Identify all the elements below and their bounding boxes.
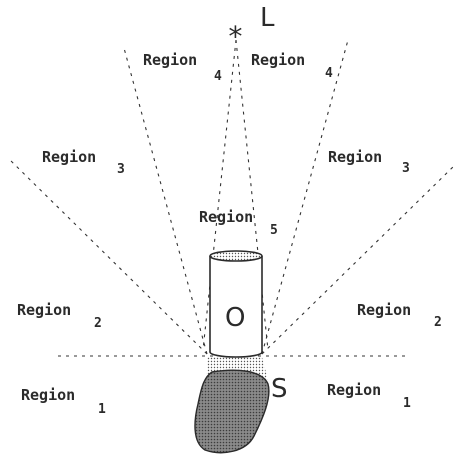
- region-subscript: 2: [434, 315, 442, 330]
- region-subscript: 1: [403, 396, 411, 411]
- region-label: Region: [327, 381, 381, 399]
- region-label: Region: [21, 386, 75, 404]
- region-label: Region: [199, 208, 253, 226]
- region-subscript: 3: [402, 161, 410, 176]
- region-label: Region: [42, 148, 96, 166]
- boundary-ray-left-4: [123, 47, 208, 355]
- region-subscript: 4: [214, 69, 222, 84]
- cylinder-object: [209, 250, 263, 358]
- region-label: Region: [357, 301, 411, 319]
- region-label: Region: [17, 301, 71, 319]
- region-subscript: 3: [117, 162, 125, 177]
- region-subscript: 1: [98, 402, 106, 417]
- boundary-ray-left-3: [9, 159, 208, 355]
- region-subscript: 4: [325, 66, 333, 81]
- shadow-label: S: [271, 374, 288, 404]
- object-label: O: [225, 303, 245, 333]
- boundary-ray-right-4: [261, 39, 349, 355]
- region-subscript: 5: [270, 223, 278, 238]
- light-source-label: L: [260, 3, 275, 33]
- region-label: Region: [328, 148, 382, 166]
- region-label: Region: [143, 51, 197, 69]
- boundary-ray-right-3: [261, 164, 456, 355]
- shadow-blob: [194, 369, 270, 454]
- region-label: Region: [251, 51, 305, 69]
- region-subscript: 2: [94, 316, 102, 331]
- light-source-marker: *: [227, 20, 244, 53]
